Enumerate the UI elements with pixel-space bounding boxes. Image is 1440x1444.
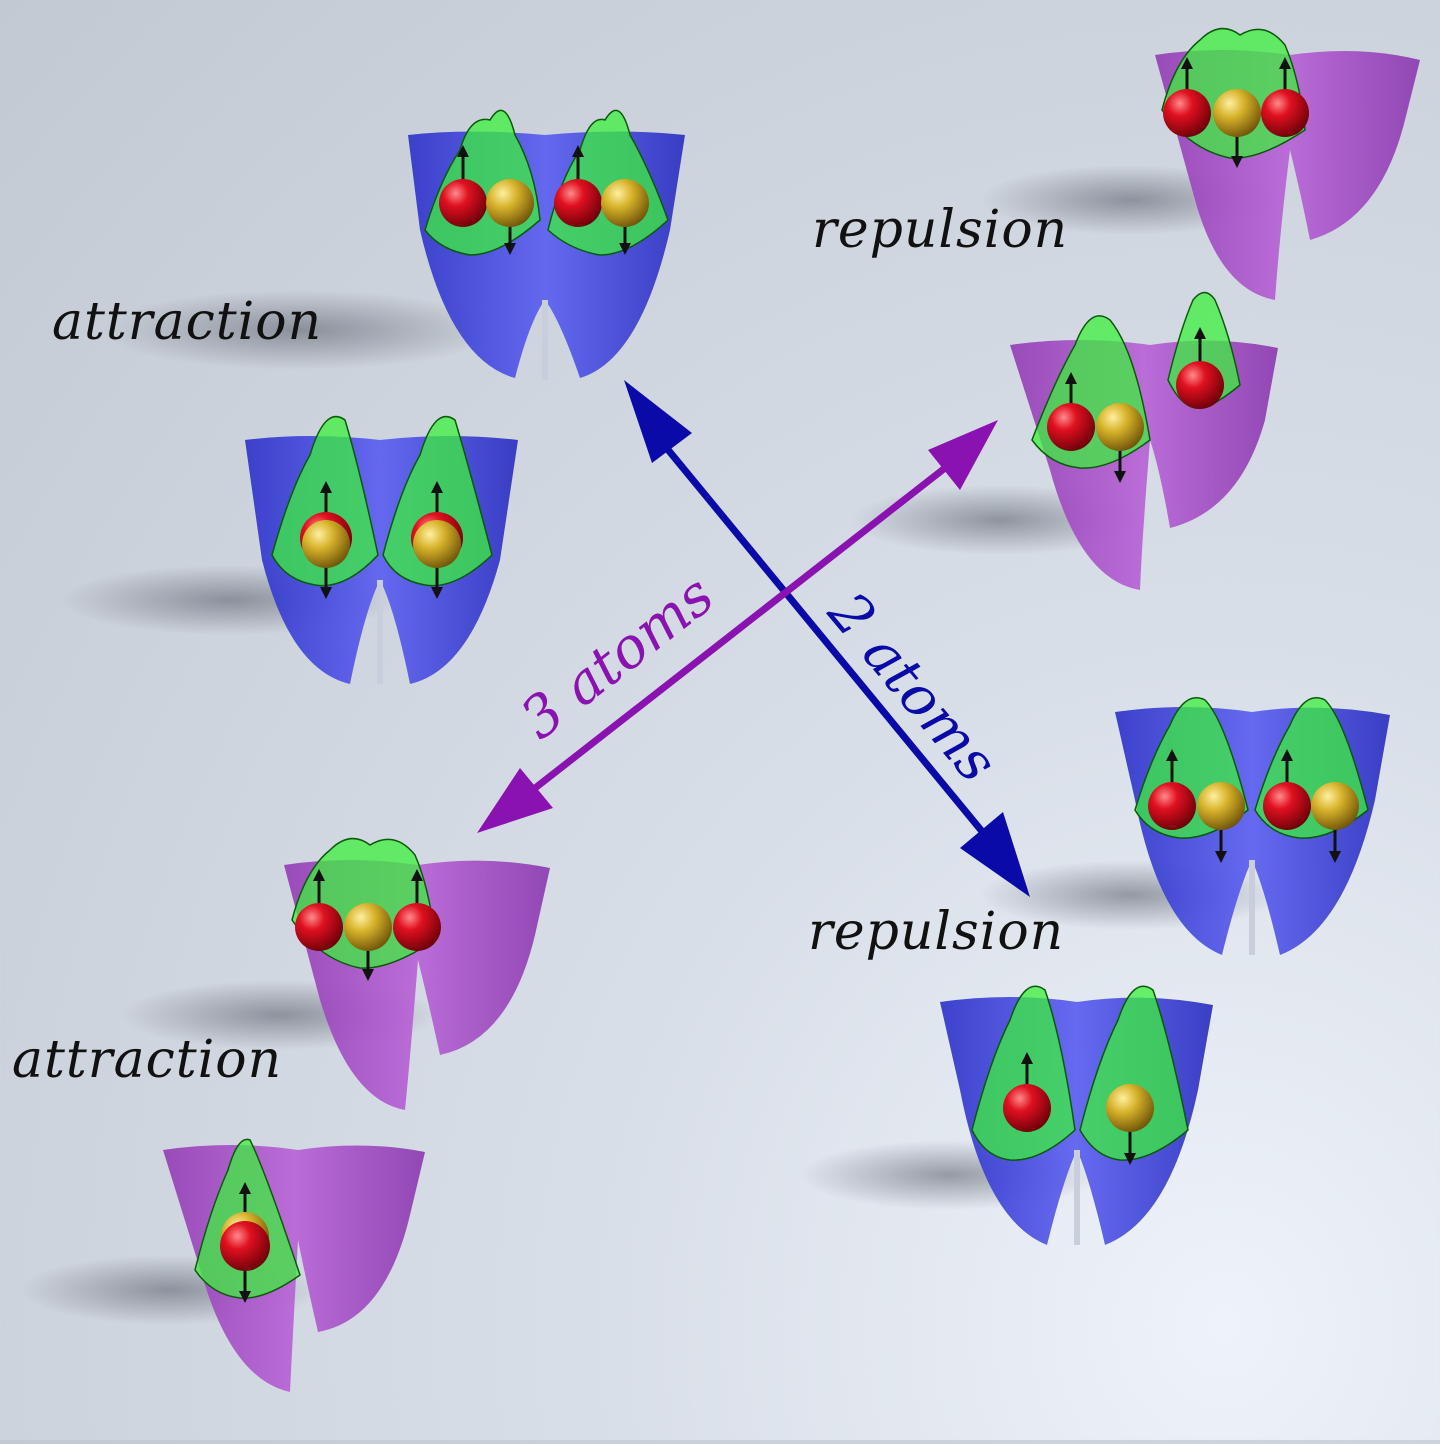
atom-yellow: [344, 903, 392, 951]
well-purple-bottomleft: [20, 1138, 425, 1392]
label-attraction-bottom: attraction: [12, 1030, 283, 1090]
atom-yellow: [601, 179, 649, 227]
atom-yellow: [1096, 403, 1144, 451]
well-blue-right: [980, 697, 1390, 955]
wavefunction-right: [1079, 985, 1189, 1161]
atom-red: [1163, 89, 1211, 137]
label-attraction-top: attraction: [52, 292, 323, 352]
well-purple-topright: [980, 27, 1420, 300]
atom-red: [1261, 89, 1309, 137]
well-blue-top: [100, 109, 685, 380]
atom-red: [393, 903, 441, 951]
arrow-two-atoms: [657, 437, 988, 838]
atom-red: [439, 179, 487, 227]
atom-red: [295, 903, 343, 951]
atom-red: [1263, 782, 1311, 830]
well-blue-bottomright: [800, 985, 1213, 1245]
atom-red: [1176, 361, 1224, 409]
arrow-three-atoms: [527, 465, 948, 795]
atom-red: [554, 179, 602, 227]
arrowhead-two-atoms-down: [960, 812, 1030, 897]
well-purple-right: [850, 291, 1278, 590]
label-repulsion-bottom: repulsion: [808, 902, 1065, 962]
atom-yellow: [1213, 89, 1261, 137]
atom-yellow: [1197, 782, 1245, 830]
arrowhead-three-atoms-down: [477, 768, 553, 833]
atom-yellow: [413, 520, 461, 568]
well-blue-left: [60, 415, 518, 684]
atom-red: [1003, 1084, 1051, 1132]
atom-red: [1148, 782, 1196, 830]
atom-yellow: [1311, 782, 1359, 830]
label-repulsion-top: repulsion: [812, 200, 1069, 260]
atom-red: [1047, 403, 1095, 451]
arrowhead-two-atoms-up: [624, 380, 692, 463]
atom-yellow: [486, 179, 534, 227]
arrowhead-three-atoms-up: [928, 420, 998, 490]
atom-yellow: [302, 520, 350, 568]
atom-red: [220, 1221, 270, 1271]
well-purple-lowerleft: [120, 837, 550, 1110]
atom-yellow: [1106, 1084, 1154, 1132]
